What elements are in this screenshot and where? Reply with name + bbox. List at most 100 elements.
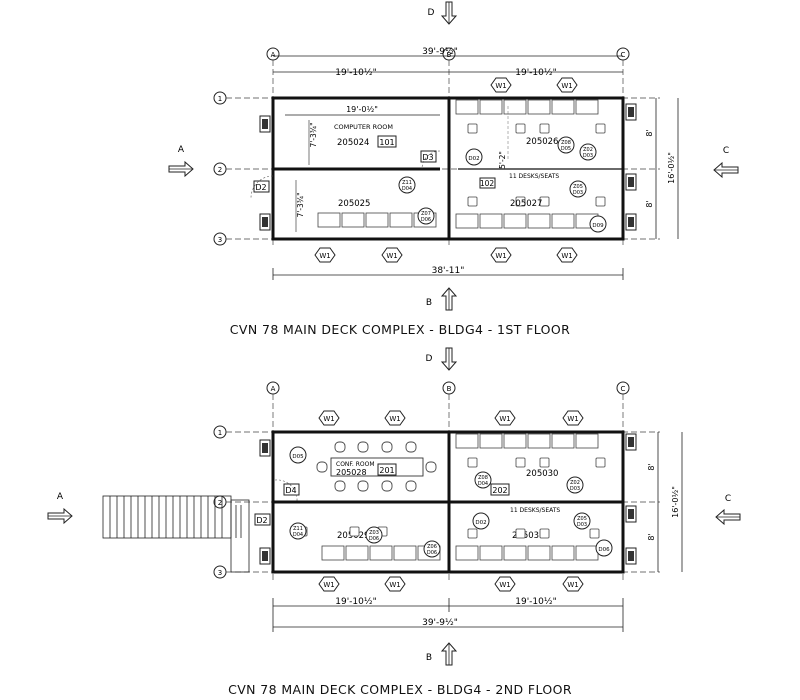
svg-text:B: B bbox=[426, 653, 432, 663]
grid-bubble-1: 1 bbox=[213, 91, 227, 105]
svg-text:W1: W1 bbox=[567, 415, 578, 423]
window-tag: W1 bbox=[562, 410, 584, 426]
dim-computer-room: 19'-0½" bbox=[346, 105, 378, 114]
door-tag-d2 bbox=[253, 180, 270, 193]
room-number-205027: 205027 bbox=[510, 199, 542, 209]
svg-text:D2: D2 bbox=[255, 183, 266, 192]
svg-text:W1: W1 bbox=[499, 581, 510, 589]
computer-room-label: COMPUTER ROOM bbox=[334, 123, 393, 131]
window-tag: W1 bbox=[384, 410, 406, 426]
room-number-205026: 205026 bbox=[526, 137, 558, 147]
grid-bubble-2: 2 bbox=[213, 495, 227, 509]
conf-room-label: CONF. ROOM bbox=[336, 461, 375, 468]
plan-title-2nd-floor: CVN 78 MAIN DECK COMPLEX - BLDG4 - 2ND F… bbox=[228, 682, 572, 697]
svg-text:W1: W1 bbox=[323, 415, 334, 423]
svg-text:D09: D09 bbox=[592, 223, 604, 229]
window-tag: W1 bbox=[490, 77, 512, 93]
grid-bubble-a: A bbox=[266, 381, 280, 395]
dim-depth-lower: 8' bbox=[647, 533, 656, 540]
svg-text:D2: D2 bbox=[256, 516, 267, 525]
grid-bubble-3: 3 bbox=[213, 565, 227, 579]
svg-text:W1: W1 bbox=[319, 252, 330, 260]
svg-text:W1: W1 bbox=[499, 415, 510, 423]
svg-text:W1: W1 bbox=[495, 252, 506, 260]
exterior-stair bbox=[102, 495, 250, 573]
conference-table bbox=[316, 441, 437, 492]
room-tag-202 bbox=[490, 483, 510, 496]
window-tag: W1 bbox=[381, 247, 403, 263]
svg-text:D05: D05 bbox=[561, 146, 571, 152]
svg-text:D03: D03 bbox=[577, 522, 587, 528]
computer-room-number: 205024 bbox=[337, 138, 369, 148]
callout: D02 bbox=[472, 512, 490, 530]
dim-corridor: 5'-2" bbox=[498, 151, 507, 169]
svg-text:D03: D03 bbox=[573, 190, 583, 196]
window-tag: W1 bbox=[490, 247, 512, 263]
section-marker-top: D bbox=[428, 1, 457, 25]
svg-text:D04: D04 bbox=[478, 481, 488, 487]
dim-depth-upper: 8' bbox=[645, 129, 654, 136]
callout: D06 bbox=[595, 539, 613, 557]
svg-text:W1: W1 bbox=[567, 581, 578, 589]
svg-text:A: A bbox=[178, 145, 185, 155]
desks-label: 11 DESKS/SEATS bbox=[509, 173, 559, 180]
svg-text:C: C bbox=[723, 146, 729, 156]
svg-text:D04: D04 bbox=[293, 532, 303, 538]
svg-text:3: 3 bbox=[218, 236, 222, 244]
svg-text:W1: W1 bbox=[495, 82, 506, 90]
svg-text:D: D bbox=[426, 354, 433, 364]
svg-text:B: B bbox=[447, 51, 452, 59]
dim-half-right: 19'-10½" bbox=[515, 68, 557, 78]
svg-text:Z11: Z11 bbox=[402, 180, 412, 186]
svg-text:D06: D06 bbox=[427, 550, 437, 556]
door-tag-d4 bbox=[283, 483, 300, 496]
dim-half-right: 19'-10½" bbox=[515, 597, 557, 607]
dim-overall-width: 39'-9½" bbox=[422, 47, 458, 57]
grid-bubble-1: 1 bbox=[213, 425, 227, 439]
grid-bubble-b: B bbox=[442, 381, 456, 395]
door-tag-d3 bbox=[420, 150, 437, 163]
dim-overall-top bbox=[273, 55, 623, 73]
svg-text:W1: W1 bbox=[389, 581, 400, 589]
svg-text:C: C bbox=[725, 494, 731, 504]
window-tag: W1 bbox=[494, 576, 516, 592]
svg-text:D3: D3 bbox=[422, 153, 433, 162]
dim-half-left: 19'-10½" bbox=[335, 68, 377, 78]
svg-text:A: A bbox=[271, 51, 276, 59]
svg-text:202: 202 bbox=[492, 486, 507, 495]
svg-text:1: 1 bbox=[218, 429, 222, 437]
svg-text:102: 102 bbox=[480, 179, 495, 188]
window-tag: W1 bbox=[384, 576, 406, 592]
svg-text:A: A bbox=[271, 385, 276, 393]
callout: D05 bbox=[289, 446, 307, 464]
svg-text:W1: W1 bbox=[389, 415, 400, 423]
svg-text:Z07: Z07 bbox=[421, 211, 431, 217]
room-tag-101 bbox=[377, 135, 397, 148]
section-marker-left: A bbox=[168, 145, 194, 177]
dim-depth-total: 16'-0½" bbox=[671, 486, 680, 518]
window-tag: W1 bbox=[314, 247, 336, 263]
dim-depth-upper: 8' bbox=[647, 463, 656, 470]
window-tag: W1 bbox=[494, 410, 516, 426]
room-tag-102 bbox=[479, 177, 496, 189]
svg-text:2: 2 bbox=[218, 499, 222, 507]
svg-text:D04: D04 bbox=[402, 186, 412, 192]
window-tag: W1 bbox=[556, 247, 578, 263]
dim-bottom-width: 38'-11" bbox=[432, 266, 465, 276]
svg-text:D4: D4 bbox=[285, 486, 296, 495]
dim-room-height-lower: 7'-3¾" bbox=[296, 192, 305, 217]
svg-text:D06: D06 bbox=[369, 536, 379, 542]
room-number-205031: 205031 bbox=[512, 531, 544, 541]
svg-text:D06: D06 bbox=[598, 547, 610, 553]
desk-row bbox=[455, 99, 606, 134]
grid-bubble-c: C bbox=[616, 47, 630, 61]
plan-title-1st-floor: CVN 78 MAIN DECK COMPLEX - BLDG4 - 1ST F… bbox=[229, 322, 571, 337]
svg-text:D03: D03 bbox=[583, 153, 593, 159]
